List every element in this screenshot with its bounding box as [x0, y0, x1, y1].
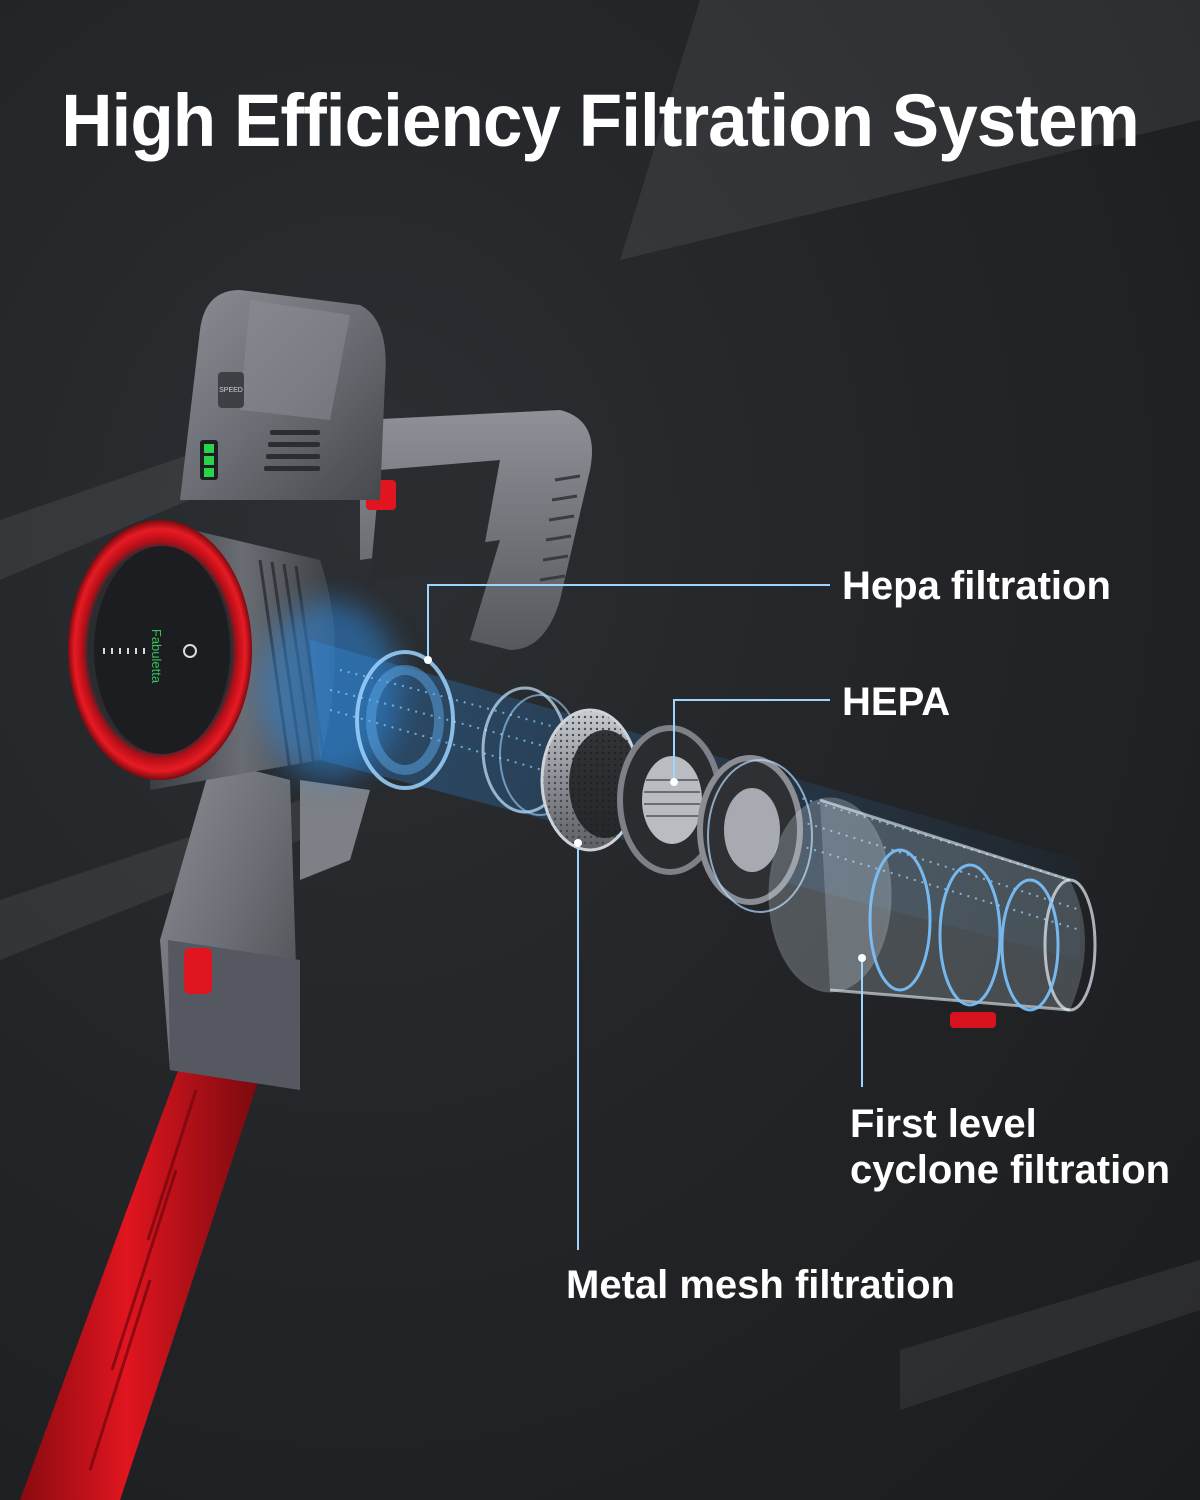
handle: [360, 410, 592, 650]
callout-hepa-filtration: Hepa filtration: [842, 564, 1111, 608]
battery-indicator: [200, 440, 218, 480]
display-ring: Fabuletta: [68, 520, 252, 780]
callout-cyclone-line1: First level: [850, 1102, 1037, 1146]
page-title: High Efficiency Filtration System: [61, 79, 1140, 162]
speed-button-label: SPEED: [219, 387, 243, 394]
dust-cup-release-tab[interactable]: [950, 1012, 996, 1028]
vent-grille: [264, 430, 320, 471]
hepa-filter: [617, 725, 813, 913]
callout-cyclone-line2: cyclone filtration: [850, 1148, 1171, 1192]
callout-cyclone-filtration: First level cyclone filtration: [850, 1101, 1170, 1193]
brand-logo: Fabuletta: [149, 629, 164, 684]
wand-release-button[interactable]: [184, 948, 212, 994]
lower-body: [160, 760, 370, 1090]
speed-button[interactable]: [218, 372, 244, 408]
callout-dots: [424, 656, 866, 962]
display-power-icon: [183, 644, 197, 658]
background-light-streaks: [0, 0, 1200, 1410]
top-housing: SPEED: [180, 290, 386, 500]
red-wand: [20, 1060, 258, 1500]
callout-metal-mesh-filtration: Metal mesh filtration: [566, 1263, 955, 1307]
cyclone-dust-cup: [768, 797, 1097, 1028]
callout-lines: [427, 584, 863, 1250]
callout-hepa: HEPA: [842, 680, 951, 724]
